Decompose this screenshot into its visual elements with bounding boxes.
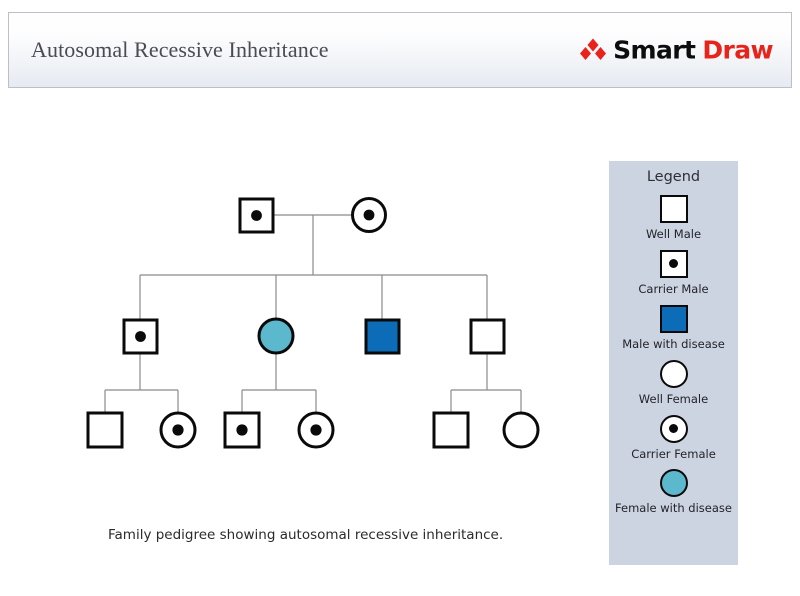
legend-item-label: Male with disease — [622, 336, 725, 351]
legend-panel: Legend Well Male Carrier Male Male with … — [609, 161, 738, 565]
legend-item-carrier-male: Carrier Male — [609, 247, 738, 296]
page-title: Autosomal Recessive Inheritance — [31, 37, 329, 62]
pedigree-node-g3-child-3[interactable] — [223, 411, 261, 449]
brand-name-primary: Smart — [613, 35, 696, 65]
pedigree-node-g2-child-1[interactable] — [122, 318, 159, 355]
pedigree-node-g3-child-1[interactable] — [86, 411, 124, 449]
legend-item-male-with-disease: Male with disease — [609, 302, 738, 351]
well-female-symbol — [659, 357, 688, 391]
legend-item-well-female: Well Female — [609, 357, 738, 406]
legend-item-female-with-disease: Female with disease — [609, 466, 738, 515]
carrier-dot — [236, 424, 248, 436]
legend-item-well-male: Well Male — [609, 192, 738, 241]
generation-3-group — [86, 411, 540, 449]
legend-item-carrier-female: Carrier Female — [609, 412, 738, 461]
legend-item-label: Well Female — [638, 391, 709, 406]
carrier-dot — [135, 331, 146, 342]
diseased-female-symbol — [659, 466, 688, 500]
well-male-symbol — [659, 192, 688, 226]
generation-1-group — [238, 197, 387, 234]
connector-lines — [104, 214, 522, 413]
legend-item-label: Carrier Male — [638, 281, 709, 296]
carrier-dot — [363, 209, 375, 221]
carrier-male-symbol — [659, 247, 688, 281]
pedigree-diagram — [86, 197, 540, 449]
diseased-male-symbol — [659, 302, 688, 336]
pedigree-node-g2-child-3[interactable] — [364, 318, 401, 355]
carrier-dot — [669, 424, 678, 433]
carrier-dot — [669, 259, 678, 269]
carrier-female-symbol — [659, 412, 688, 446]
legend-item-label: Female with disease — [615, 501, 732, 516]
diamond-cluster-icon — [580, 38, 607, 60]
pedigree-node-g2-child-4[interactable] — [469, 318, 506, 355]
legend-item-label: Carrier Female — [631, 446, 716, 461]
pedigree-node-g3-child-2[interactable] — [159, 411, 197, 449]
pedigree-node-g1-father[interactable] — [238, 197, 275, 234]
pedigree-node-g1-mother[interactable] — [351, 197, 387, 233]
pedigree-node-g3-child-5[interactable] — [432, 411, 470, 449]
legend-title: Legend — [646, 169, 701, 185]
brand-name-secondary: Draw — [702, 35, 773, 65]
pedigree-node-g2-child-2[interactable] — [257, 317, 295, 355]
pedigree-node-g3-child-6[interactable] — [502, 411, 540, 449]
generation-2-group — [122, 317, 506, 355]
carrier-dot — [310, 424, 322, 436]
carrier-dot — [251, 210, 262, 221]
carrier-dot — [172, 424, 184, 436]
diagram-caption: Family pedigree showing autosomal recess… — [108, 527, 504, 543]
legend-item-label: Well Male — [645, 227, 702, 241]
pedigree-node-g3-child-4[interactable] — [297, 411, 335, 449]
